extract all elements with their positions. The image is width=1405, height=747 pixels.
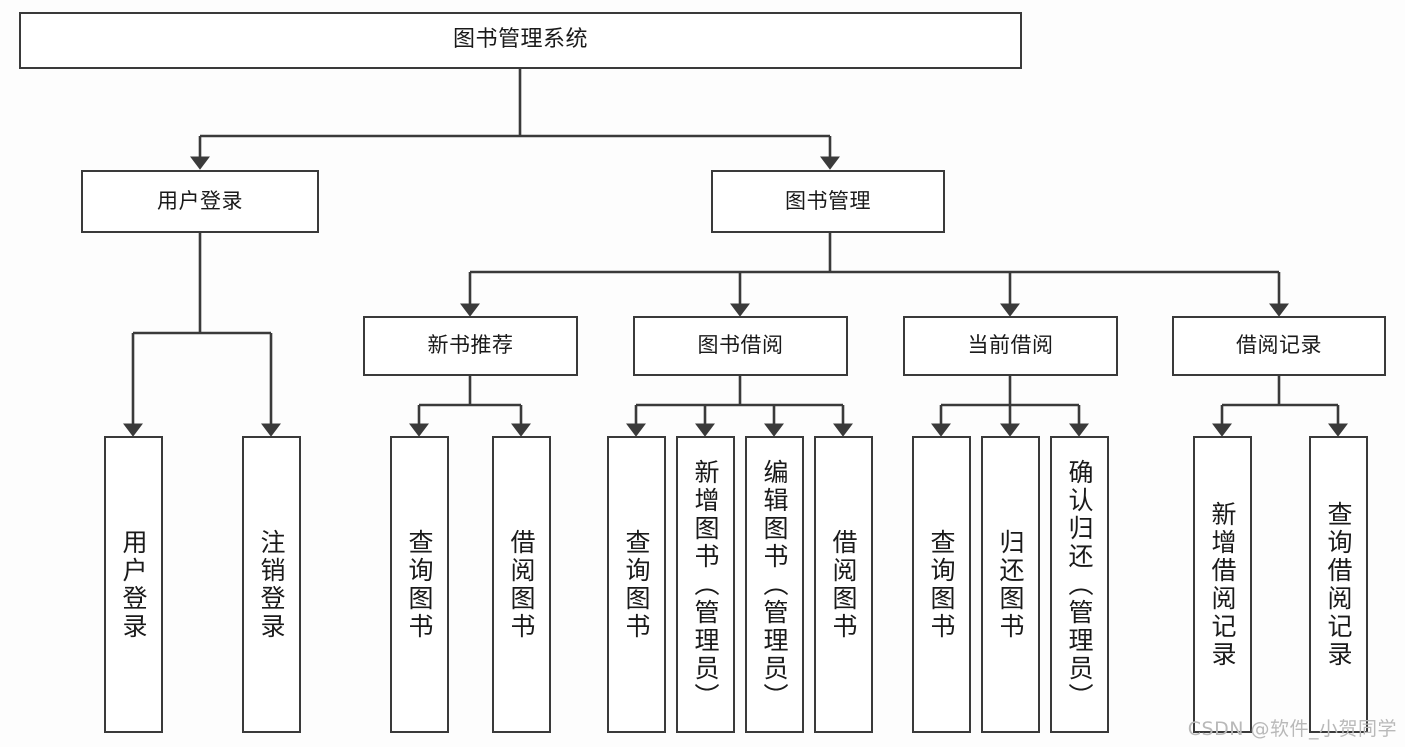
node-label: 借阅记录 [1236,333,1322,358]
leaf-add-book[interactable]: 新增图书（管理员） [676,436,735,733]
node-label: 新增图书（管理员） [691,458,720,711]
node-label: 图书管理 [785,188,871,213]
node-label: 确认归还（管理员） [1065,458,1094,711]
leaf-logout[interactable]: 注销登录 [242,436,301,733]
node-borrow-record[interactable]: 借阅记录 [1172,316,1386,376]
node-label: 当前借阅 [967,333,1054,358]
leaf-edit-book[interactable]: 编辑图书（管理员） [745,436,804,733]
node-label: 借阅图书 [829,528,858,641]
node-label: 新书推荐 [427,333,514,358]
leaf-query-record[interactable]: 查询借阅记录 [1309,436,1368,733]
leaf-return-book[interactable]: 归还图书 [981,436,1040,733]
leaf-user-login[interactable]: 用户登录 [104,436,163,733]
node-label: 注销登录 [257,528,286,641]
leaf-query-book-2[interactable]: 查询图书 [607,436,666,733]
watermark: CSDN @软件_小贺同学 [1187,718,1397,740]
node-user-login[interactable]: 用户登录 [81,170,319,233]
node-label: 新增借阅记录 [1208,500,1237,669]
node-label: 编辑图书（管理员） [760,458,789,711]
leaf-borrow-book-2[interactable]: 借阅图书 [814,436,873,733]
node-label: 查询图书 [927,528,956,641]
node-label: 查询图书 [622,528,651,641]
node-label: 用户登录 [119,528,148,641]
leaf-add-record[interactable]: 新增借阅记录 [1193,436,1252,733]
node-root-system[interactable]: 图书管理系统 [19,12,1022,69]
node-current-borrow[interactable]: 当前借阅 [903,316,1118,376]
node-book-manage[interactable]: 图书管理 [711,170,945,233]
node-label: 用户登录 [157,188,243,213]
node-label: 查询图书 [405,528,434,641]
node-label: 查询借阅记录 [1324,500,1353,669]
node-label: 借阅图书 [507,528,536,641]
node-label: 图书管理系统 [452,27,588,53]
leaf-query-book-3[interactable]: 查询图书 [912,436,971,733]
node-label: 图书借阅 [697,333,784,358]
node-new-book-rec[interactable]: 新书推荐 [363,316,578,376]
node-label: 归还图书 [996,528,1025,641]
leaf-query-book-1[interactable]: 查询图书 [390,436,449,733]
leaf-confirm-return[interactable]: 确认归还（管理员） [1050,436,1109,733]
node-book-borrow[interactable]: 图书借阅 [633,316,848,376]
leaf-borrow-book-1[interactable]: 借阅图书 [492,436,551,733]
